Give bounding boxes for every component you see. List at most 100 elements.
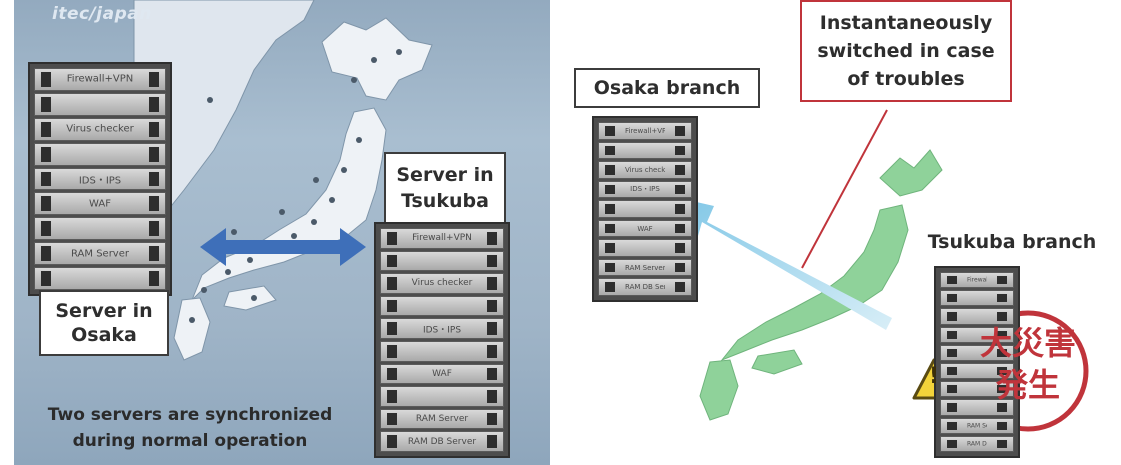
- honshu-green: [720, 204, 909, 362]
- unit-handle: [605, 204, 615, 214]
- server-unit-label: WAF: [432, 368, 452, 379]
- server-unit-label: Virus checker: [625, 165, 665, 174]
- itecjapan-logo: itec/japan: [52, 4, 152, 24]
- unit-handle: [387, 412, 397, 426]
- unit-handle: [387, 254, 397, 268]
- server-unit-label: RAM Server: [625, 263, 665, 272]
- unit-handle: [41, 221, 51, 237]
- unit-handle: [387, 299, 397, 313]
- note-pointer-line: [801, 109, 888, 269]
- unit-handle: [41, 146, 51, 162]
- unit-handle: [149, 196, 159, 212]
- unit-handle: [947, 403, 957, 412]
- unit-handle: [387, 232, 397, 245]
- unit-handle: [997, 367, 1007, 376]
- unit-handle: [487, 299, 497, 313]
- unit-handle: [997, 312, 1007, 321]
- server-unit-label: RAM DB Server: [407, 436, 477, 447]
- server-unit: [940, 308, 1014, 325]
- server-unit: RAM Server: [598, 258, 692, 277]
- unit-handle: [41, 196, 51, 212]
- tsukuba-branch-label: Tsukuba branch: [927, 231, 1097, 253]
- server-unit: [34, 217, 166, 241]
- server-unit: WAF: [380, 363, 504, 385]
- server-unit: Virus checker: [380, 273, 504, 294]
- server-unit: [34, 92, 166, 116]
- unit-handle: [947, 330, 957, 339]
- server-unit: [34, 142, 166, 166]
- server-unit: [34, 267, 166, 290]
- server-unit-label: RAM Server: [71, 248, 129, 260]
- unit-handle: [487, 412, 497, 426]
- server-unit: [940, 399, 1014, 416]
- sync-arrow: [200, 228, 366, 266]
- unit-handle: [997, 348, 1007, 357]
- server-in-tsukuba-label: Server in Tsukuba: [384, 152, 506, 224]
- unit-handle: [41, 121, 51, 137]
- unit-handle: [605, 282, 615, 292]
- trouble-switch-panel: Osaka branch Firewall+VPN Virus checkerID…: [562, 0, 1121, 465]
- unit-handle: [997, 276, 1007, 285]
- switch-arrow: [670, 196, 892, 330]
- shikoku-landmass: [223, 285, 277, 311]
- unit-handle: [149, 271, 159, 286]
- shikoku-green: [751, 349, 803, 375]
- hokkaido-landmass: [321, 17, 433, 101]
- unit-handle: [947, 276, 957, 285]
- unit-handle: [387, 345, 397, 358]
- server-unit-label: RAM DB Server: [967, 440, 987, 448]
- server-unit-label: RAM DB Server: [625, 283, 665, 292]
- unit-handle: [41, 271, 51, 286]
- server-unit: IDS・IPS: [598, 180, 692, 199]
- sync-caption: Two servers are synchronized during norm…: [14, 402, 380, 454]
- server-unit-label: Virus checker: [66, 123, 134, 135]
- server-unit-label: Firewall+VPN: [967, 276, 987, 284]
- unit-handle: [997, 330, 1007, 339]
- unit-handle: [675, 204, 685, 214]
- kyushu-landmass: [173, 297, 211, 361]
- hokkaido-green: [879, 149, 943, 197]
- server-unit: IDS・IPS: [34, 167, 166, 191]
- unit-handle: [947, 385, 957, 394]
- unit-handle: [947, 439, 957, 448]
- server-unit-label: Firewall+VPN: [625, 126, 665, 135]
- unit-handle: [605, 243, 615, 253]
- sync-caption-line2: during normal operation: [72, 431, 308, 451]
- unit-handle: [487, 435, 497, 448]
- unit-handle: [149, 121, 159, 137]
- note-line3: of troubles: [847, 68, 965, 90]
- server-unit: Firewall+VPN: [380, 228, 504, 249]
- disaster-occurred-text: 大災害 発生: [972, 322, 1084, 406]
- server-unit: WAF: [598, 219, 692, 238]
- tsukuba-label-line2: Tsukuba: [401, 190, 489, 212]
- server-unit-label: RAM Server: [415, 414, 469, 425]
- server-unit: Firewall+VPN: [598, 122, 692, 140]
- unit-handle: [387, 435, 397, 448]
- japan-map: [133, 0, 433, 361]
- server-unit: WAF: [34, 192, 166, 216]
- disaster-line2: 発生: [995, 366, 1060, 404]
- unit-handle: [487, 367, 497, 381]
- unit-handle: [947, 312, 957, 321]
- osaka-label-line1: Server in: [55, 300, 153, 322]
- osaka-label-line2: Osaka: [71, 324, 137, 346]
- note-line2: switched in case: [817, 40, 995, 62]
- unit-handle: [605, 165, 615, 175]
- unit-handle: [149, 221, 159, 237]
- city-markers: [189, 49, 402, 323]
- unit-handle: [149, 171, 159, 187]
- kyushu-green: [699, 359, 739, 421]
- unit-handle: [149, 146, 159, 162]
- server-unit: Virus checker: [34, 117, 166, 141]
- unit-handle: [605, 145, 615, 156]
- unit-handle: [675, 165, 685, 175]
- unit-handle: [675, 262, 685, 273]
- osaka-branch-label: Osaka branch: [574, 68, 760, 108]
- instant-switch-note: Instantaneously switched in case of trou…: [800, 0, 1012, 102]
- unit-handle: [149, 96, 159, 112]
- server-unit: IDS・IPS: [380, 318, 504, 339]
